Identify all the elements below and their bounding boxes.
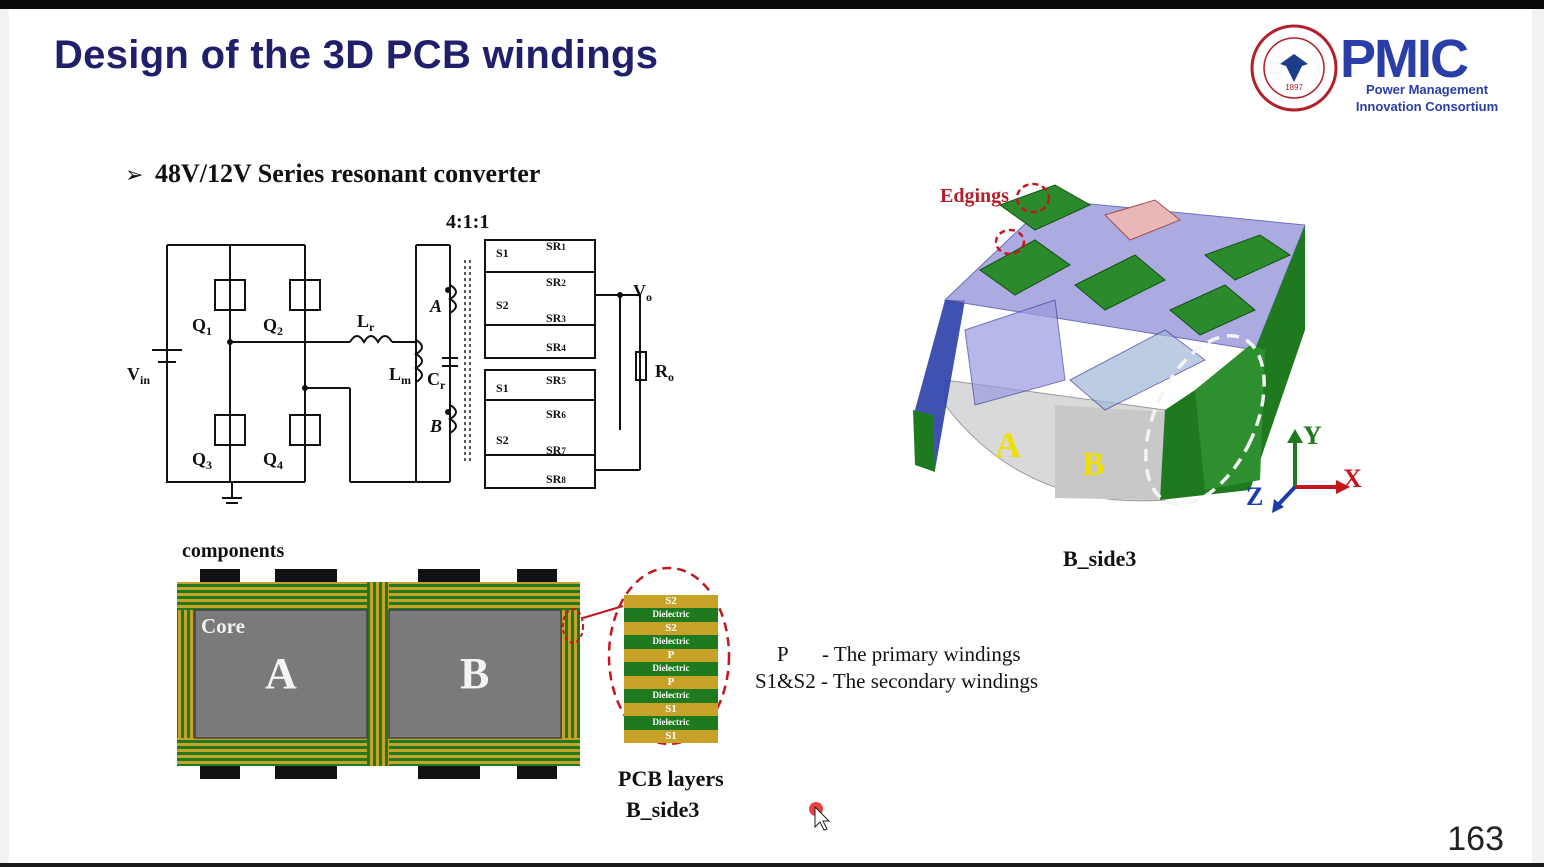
label-lr: Lr — [357, 311, 375, 334]
top-bar — [0, 0, 1544, 9]
logo-line2: Innovation Consortium — [1355, 99, 1499, 114]
pmic-logo: PMIC — [1340, 29, 1469, 89]
pcb-layer-row: Dielectric — [624, 662, 718, 676]
pcb-layer-row: S1 — [624, 702, 718, 717]
core-label: Core — [201, 614, 245, 638]
page-number: 163 — [1447, 820, 1504, 858]
pcb-layer-row: Dielectric — [624, 608, 718, 622]
axis-x-label: X — [1343, 464, 1362, 493]
label-vin: Vin — [127, 364, 151, 387]
render-caption: B_side3 — [1063, 546, 1137, 571]
left-edge — [0, 9, 9, 867]
render-core-b-label: B — [1082, 446, 1105, 483]
label-q4: Q4 — [263, 449, 284, 472]
label-s2-top: S2 — [496, 298, 509, 312]
3d-pcb-render — [913, 182, 1306, 507]
legend-secondary-text: - The secondary windings — [820, 669, 1039, 693]
components-label: components — [182, 540, 285, 562]
axis-z-label: Z — [1246, 482, 1264, 511]
pcb-layer-row: S2 — [624, 621, 718, 636]
core-b-label: B — [460, 649, 490, 698]
turns-ratio: 4:1:1 — [446, 211, 490, 233]
pcb-layers-caption: B_side3 — [626, 797, 700, 822]
pcb-layers-title: PCB layers — [618, 766, 724, 791]
label-s2-bottom: S2 — [496, 433, 509, 447]
label-sr1: SR1 — [546, 239, 566, 253]
pcb-layer-row: P — [624, 675, 718, 690]
label-ro: Ro — [655, 361, 674, 384]
logo-line1: Power Management — [1365, 82, 1489, 97]
label-sr5: SR5 — [546, 373, 566, 387]
core-a-label: A — [265, 649, 297, 698]
label-q1: Q1 — [192, 315, 213, 338]
label-sr2: SR2 — [546, 275, 566, 289]
legend-primary: P - The primary windings — [777, 642, 1021, 667]
bullet-heading: ➢ 48V/12V Series resonant converter — [125, 159, 540, 189]
label-sr8: SR8 — [546, 472, 566, 486]
pcb-layer-stack-outline — [607, 566, 731, 746]
label-s1-top: S1 — [496, 246, 509, 260]
university-seal-icon: 1897 — [1250, 24, 1338, 112]
render-core-a-label: A — [995, 425, 1021, 465]
bullet-text: 48V/12V Series resonant converter — [155, 159, 541, 188]
svg-text:1897: 1897 — [1285, 83, 1303, 92]
label-cr: Cr — [427, 369, 446, 392]
label-sr7: SR7 — [546, 443, 566, 457]
bullet-arrow-icon: ➢ — [125, 163, 144, 188]
label-sr3: SR3 — [546, 311, 566, 325]
label-winding-b: B — [430, 416, 443, 436]
edgings-label: Edgings — [940, 185, 1009, 207]
legend-secondary-key: S1&S2 — [755, 669, 816, 693]
cross-section-figure — [177, 569, 624, 779]
legend-secondary: S1&S2 - The secondary windings — [755, 669, 1038, 694]
label-sr6: SR6 — [546, 407, 566, 421]
bottom-bar — [0, 863, 1544, 867]
label-winding-a: A — [430, 296, 443, 316]
axis-y-label: Y — [1303, 421, 1322, 450]
pcb-layer-row: Dielectric — [624, 716, 718, 730]
pcb-layer-row: Dielectric — [624, 689, 718, 703]
label-s1-bottom: S1 — [496, 381, 509, 395]
pcb-layer-row: Dielectric — [624, 635, 718, 649]
circuit-schematic — [152, 239, 647, 504]
legend-primary-key: P — [777, 642, 789, 666]
xyz-axes-icon — [1272, 429, 1350, 513]
legend-primary-text: - The primary windings — [822, 642, 1021, 666]
slide-title: Design of the 3D PCB windings — [54, 33, 659, 77]
right-edge — [1532, 9, 1544, 867]
pcb-layer-row: S1 — [624, 729, 718, 743]
pcb-layer-row: P — [624, 648, 718, 663]
label-q3: Q3 — [192, 449, 213, 472]
label-vo: Vo — [633, 281, 652, 304]
mouse-cursor-icon — [809, 802, 831, 831]
label-q2: Q2 — [263, 315, 284, 338]
pcb-layer-row: S2 — [624, 595, 718, 609]
label-sr4: SR4 — [546, 340, 566, 354]
label-lm: Lm — [389, 364, 412, 387]
